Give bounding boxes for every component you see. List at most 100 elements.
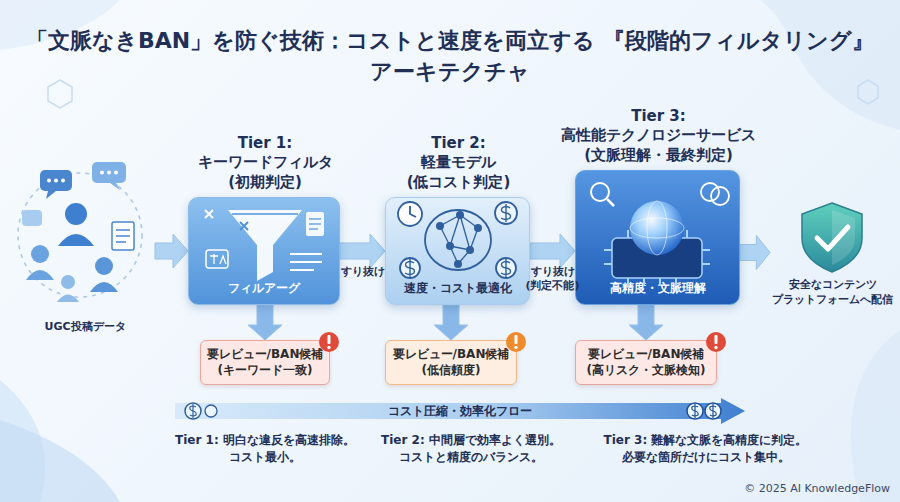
coin-icon — [405, 259, 415, 277]
warning-badge — [319, 332, 726, 352]
warning-badge — [514, 346, 517, 349]
ai-chip-icon — [702, 249, 710, 251]
ai-chip-icon — [630, 218, 684, 238]
process-box: Tier 2: 軽量モデル (低コスト判定)速度・コスト最適化 — [385, 197, 530, 305]
shield-icon — [802, 203, 862, 272]
user-group-icon — [107, 171, 111, 175]
user-group-icon — [116, 235, 130, 237]
node-text: コスト圧縮・効率化フロー — [175, 398, 745, 424]
ai-chip-icon — [647, 201, 667, 255]
funnel-icon — [309, 228, 318, 229]
ai-chip-icon — [702, 263, 710, 265]
user-group-icon — [18, 173, 142, 297]
user-group-icon — [65, 203, 87, 225]
node-text: 要レビュー/BAN候補 (低信頼度) — [386, 347, 516, 378]
ai-chip-icon — [604, 230, 710, 286]
clock-icon — [398, 202, 422, 226]
ai-chip-icon — [607, 199, 614, 206]
funnel-icon — [232, 213, 298, 215]
coin-icon — [400, 202, 517, 278]
tier-heading: Tier 3: 高性能テクノロジーサービス (文脈理解・最終判定) — [556, 107, 761, 166]
coin-icon — [692, 404, 698, 418]
ai-chip-icon — [639, 230, 641, 238]
tier-note: Tier 3: 難解な文脈を高精度に判定。 必要な箇所だけにコスト集中。 — [578, 432, 833, 466]
coin-icon — [205, 405, 217, 417]
neural-network-icon — [440, 215, 460, 226]
data-source: UGC投稿データ — [15, 160, 155, 335]
funnel-icon — [206, 250, 228, 268]
user-group-icon — [26, 270, 54, 280]
user-group-icon — [54, 179, 58, 183]
ai-chip-icon — [630, 201, 684, 255]
funnel-icon — [210, 254, 226, 264]
user-group-icon — [40, 170, 72, 191]
ai-chip-icon — [674, 230, 676, 238]
ai-chip-icon — [627, 230, 629, 238]
funnel-icon — [309, 223, 321, 224]
neural-network-icon — [450, 246, 470, 250]
neural-network-icon — [458, 250, 470, 264]
user-group-icon — [116, 241, 126, 243]
user-group-icon — [112, 222, 134, 250]
neural-network-icon — [436, 211, 482, 268]
background-wave — [48, 80, 72, 108]
funnel-icon — [290, 253, 322, 255]
tier-note: Tier 1: 明白な違反を高速排除。 コスト最小。 — [150, 432, 380, 466]
neural-network-icon — [454, 260, 462, 268]
neural-network-icon — [425, 210, 491, 270]
ai-chip-icon — [675, 278, 677, 286]
user-group-icon — [92, 162, 126, 183]
ai-chip-icon — [686, 230, 688, 238]
copyright-note: © 2025 AI KnowledgeFlow — [690, 482, 890, 495]
node-text: 速度・コスト最適化 — [386, 280, 529, 297]
user-group-icon — [61, 275, 75, 289]
clock-icon — [398, 202, 422, 226]
coin-icon — [495, 202, 517, 224]
diagram-title: 「文脈なきBAN」を防ぐ技術：コストと速度を両立する 『段階的フィルタリング』ア… — [20, 26, 880, 88]
ai-chip-icon — [604, 263, 612, 265]
flow-arrow — [629, 305, 663, 340]
review-box: 要レビュー/BAN候補 (高リスク・文脈検知) — [575, 340, 717, 385]
flow-arrow — [740, 236, 770, 270]
coin-icon — [496, 258, 516, 278]
shield-icon — [802, 203, 862, 272]
ai-chip-icon — [659, 278, 661, 286]
coin-icon — [185, 403, 721, 419]
ai-chip-icon — [701, 183, 719, 201]
user-group-icon — [61, 179, 65, 183]
funnel-icon — [306, 212, 324, 236]
neural-network-icon — [440, 215, 478, 264]
user-group-icon — [114, 171, 118, 175]
cost-flow-band: コスト圧縮・効率化フロー — [175, 398, 745, 424]
funnel-icon — [290, 261, 322, 263]
warning-badge — [328, 335, 331, 344]
tier-heading: Tier 1: キーワードフィルタ (初期判定) — [190, 134, 340, 193]
background-wave — [760, 0, 900, 130]
process-box: Tier 3: 高性能テクノロジーサービス (文脈理解・最終判定)高精度・文脈理… — [575, 170, 740, 305]
neural-network-icon — [450, 246, 458, 264]
ai-chip-icon — [604, 249, 612, 251]
warning-badge — [327, 346, 330, 349]
warning-badge — [319, 332, 339, 352]
warning-badge — [715, 335, 718, 344]
neural-network-icon — [436, 222, 444, 230]
user-group-icon — [90, 282, 118, 292]
ai-chip-icon — [643, 278, 645, 286]
funnel-icon — [205, 210, 213, 218]
coin-icon — [705, 403, 721, 419]
review-box: 要レビュー/BAN候補 (キーワード一致) — [200, 340, 330, 385]
node-text: フィルアーグ — [189, 280, 339, 297]
node-text: 要レビュー/BAN候補 (キーワード一致) — [201, 347, 329, 378]
node-text: 高精度・文脈理解 — [576, 280, 739, 297]
coin-icon — [687, 403, 703, 419]
user-group-icon — [100, 171, 104, 175]
neural-network-icon — [450, 215, 460, 246]
tier-heading: Tier 2: 軽量モデル (低コスト判定) — [403, 134, 515, 193]
warning-badge — [706, 332, 726, 352]
neural-network-icon — [446, 242, 454, 250]
background-wave — [851, 330, 900, 502]
warning-badge — [506, 332, 526, 352]
warning-badge — [515, 335, 518, 344]
user-group-icon — [22, 210, 42, 226]
